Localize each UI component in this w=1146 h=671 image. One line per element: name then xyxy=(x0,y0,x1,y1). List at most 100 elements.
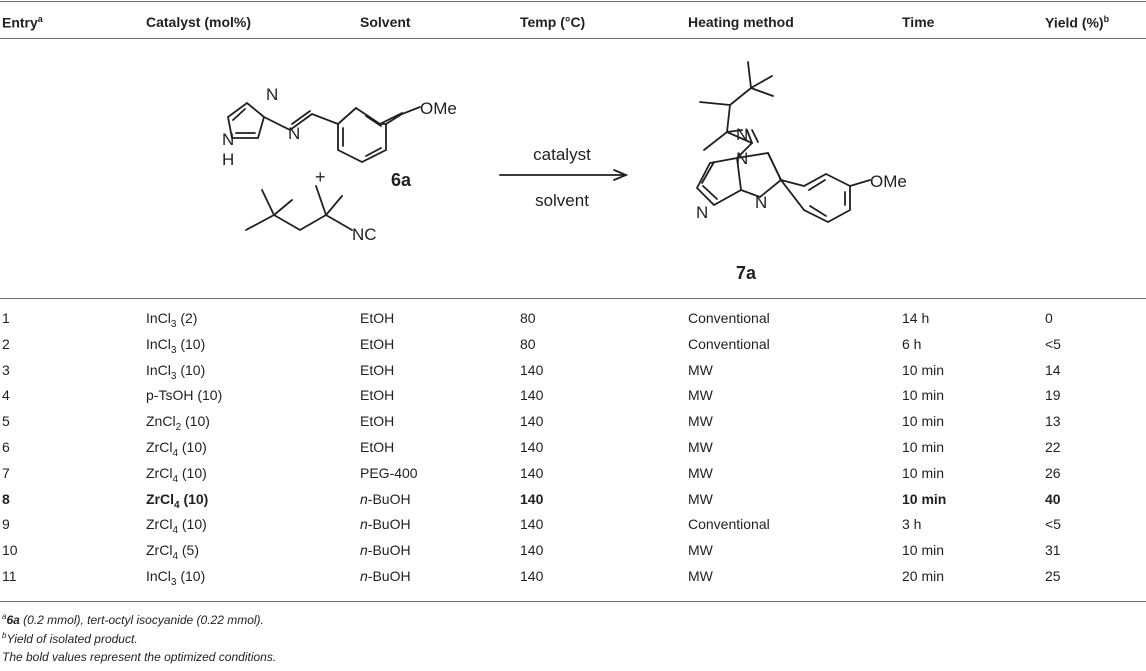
cell-heating-method: MW xyxy=(688,542,713,559)
cell-yield: <5 xyxy=(1045,335,1061,352)
cell-heating-method: MW xyxy=(688,464,713,481)
cell-yield: <5 xyxy=(1045,516,1061,533)
reagent-label: 6a xyxy=(391,170,412,190)
cell-entry: 7 xyxy=(2,464,10,481)
cell-heating-method: MW xyxy=(688,490,713,507)
cell-yield: 19 xyxy=(1045,387,1061,404)
atom-n-1: N xyxy=(266,85,278,104)
cell-time: 6 h xyxy=(902,335,922,352)
header-time: Time xyxy=(902,14,935,30)
header-yield: Yield (%)b xyxy=(1045,14,1110,31)
header-rule xyxy=(0,38,1146,39)
cell-solvent: n-BuOH xyxy=(360,568,411,584)
atom-n-2: N xyxy=(222,130,234,149)
cell-yield: 0 xyxy=(1045,310,1053,326)
cell-solvent: EtOH xyxy=(360,335,395,352)
cell-temp: 80 xyxy=(520,335,536,352)
table-row: 9 ZrCl4 (10) n-BuOH 140 Conventional 3 h <5 xyxy=(0,515,1146,541)
cell-heating-method: MW xyxy=(688,361,713,378)
cell-heating-method: Conventional xyxy=(688,335,770,352)
cell-time: 10 min xyxy=(902,490,947,507)
cell-time: 20 min xyxy=(902,568,945,584)
cell-heating-method: Conventional xyxy=(688,516,770,533)
substituent-nc: NC xyxy=(352,225,377,244)
substituent-ome-2: OMe xyxy=(870,172,907,191)
reaction-scheme: N N H N OMe NC N N N N OMe + 6a catalyst… xyxy=(222,61,907,283)
footnote-bold-note: The bold values represent the optimized … xyxy=(2,650,277,664)
arrow-label-solvent: solvent xyxy=(535,191,589,210)
cell-temp: 80 xyxy=(520,310,536,326)
cell-yield: 13 xyxy=(1045,413,1061,430)
table-row: 2 InCl3 (10) EtOH 80 Conventional 6 h <5 xyxy=(0,335,1146,361)
cell-yield: 14 xyxy=(1045,361,1061,378)
cell-catalyst: InCl3 (10) xyxy=(146,335,206,356)
product-label: 7a xyxy=(736,263,757,283)
cell-catalyst: ZnCl2 (10) xyxy=(146,413,210,433)
cell-time: 10 min xyxy=(902,361,945,378)
cell-temp: 140 xyxy=(520,439,544,455)
cell-time: 10 min xyxy=(902,542,945,559)
cell-solvent: n-BuOH xyxy=(360,516,411,533)
cell-heating-method: MW xyxy=(688,439,713,455)
table-bottom-rule xyxy=(0,601,1146,602)
cell-yield: 40 xyxy=(1045,490,1061,507)
cell-temp: 140 xyxy=(520,490,544,507)
cell-temp: 140 xyxy=(520,568,544,584)
cell-temp: 140 xyxy=(520,361,544,378)
plus-sign: + xyxy=(315,167,326,187)
cell-catalyst: ZrCl4 (10) xyxy=(146,439,207,459)
cell-solvent: n-BuOH xyxy=(360,490,411,507)
header-heating-method: Heating method xyxy=(688,14,794,30)
reagent-imine-bond xyxy=(263,113,313,132)
cell-solvent: EtOH xyxy=(360,387,395,404)
cell-entry: 5 xyxy=(2,413,10,430)
atom-n-3: N xyxy=(288,124,300,143)
cell-time: 10 min xyxy=(902,413,945,430)
cell-time: 10 min xyxy=(902,464,945,481)
cell-catalyst: ZrCl4 (10) xyxy=(146,516,207,537)
cell-entry: 8 xyxy=(2,490,10,507)
cell-temp: 140 xyxy=(520,464,544,481)
cell-time: 10 min xyxy=(902,387,945,404)
cell-temp: 140 xyxy=(520,413,544,430)
header-catalyst: Catalyst (mol%) xyxy=(146,14,252,30)
cell-time: 14 h xyxy=(902,310,930,326)
table-top-rule xyxy=(0,1,1146,2)
atom-n-4: N xyxy=(736,125,748,144)
cell-catalyst: InCl3 (2) xyxy=(146,310,198,330)
cell-entry: 2 xyxy=(2,335,10,352)
footnote-b: bYield of isolated product. xyxy=(2,631,138,646)
atom-n-5: N xyxy=(736,149,748,168)
cell-catalyst: InCl3 (10) xyxy=(146,568,206,588)
reagent-isocyanide xyxy=(245,185,353,232)
cell-yield: 22 xyxy=(1045,439,1061,455)
cell-heating-method: MW xyxy=(688,413,713,430)
cell-temp: 140 xyxy=(520,387,544,404)
cell-catalyst: ZrCl4 (5) xyxy=(146,542,199,562)
cell-solvent: PEG-400 xyxy=(360,464,418,481)
cell-entry: 3 xyxy=(2,361,10,378)
cell-entry: 9 xyxy=(2,516,10,533)
atom-n-6: N xyxy=(696,203,708,222)
cell-solvent: EtOH xyxy=(360,413,395,430)
cell-entry: 10 xyxy=(2,542,18,559)
cell-entry: 1 xyxy=(2,310,10,326)
cell-yield: 25 xyxy=(1045,568,1061,584)
cell-catalyst: ZrCl4 (10) xyxy=(146,464,207,485)
arrow-label-catalyst: catalyst xyxy=(533,145,591,164)
cell-yield: 31 xyxy=(1045,542,1061,559)
cell-time: 3 h xyxy=(902,516,922,533)
cell-heating-method: MW xyxy=(688,568,713,584)
header-solvent: Solvent xyxy=(360,14,411,30)
table-row: 5 ZnCl2 (10) EtOH 140 MW 10 min 13 xyxy=(0,412,1146,438)
cell-catalyst: InCl3 (10) xyxy=(146,361,206,382)
cell-temp: 140 xyxy=(520,516,544,533)
atom-n-7: N xyxy=(755,193,767,212)
